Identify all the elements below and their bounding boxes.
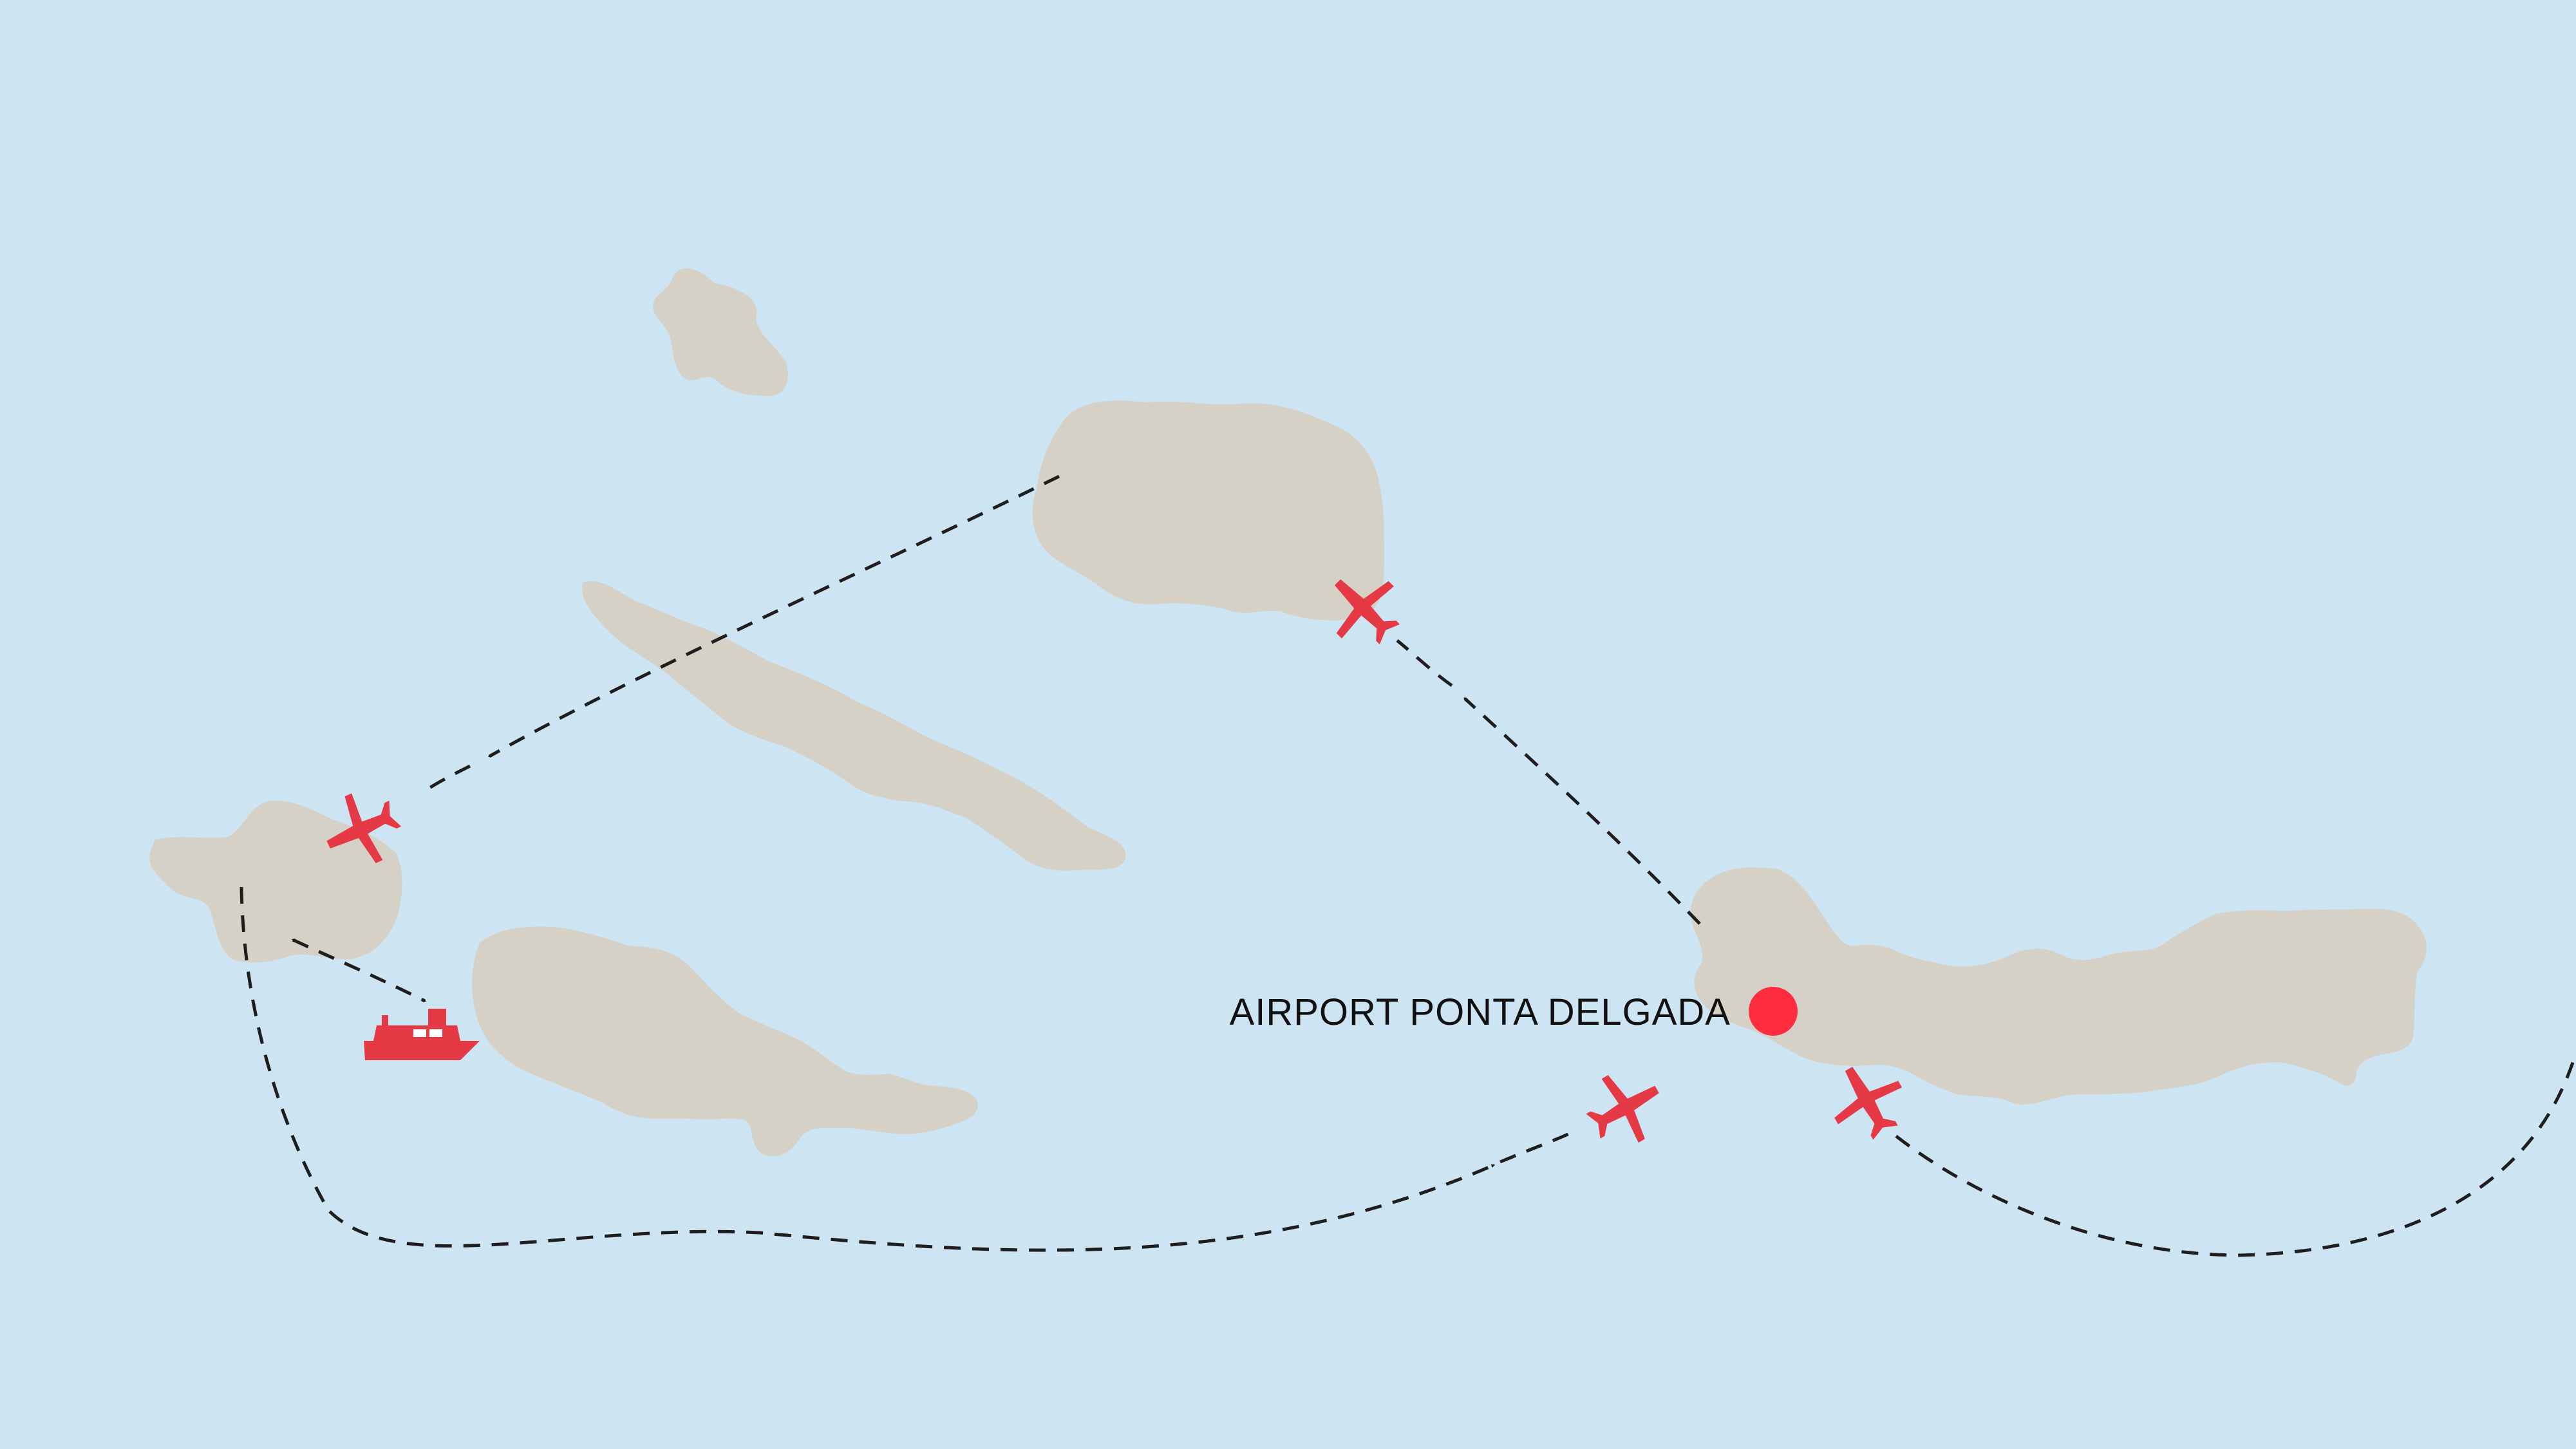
island-corvo — [653, 268, 788, 396]
airport-label: AIRPORT PONTA DELGADA — [1230, 991, 1731, 1033]
route-saomiguel-arrival — [1500, 1128, 1579, 1164]
route-graciosa-plane-tail — [1396, 639, 1453, 687]
island-pico — [472, 926, 978, 1157]
airport-location-marker[interactable] — [1749, 987, 1798, 1036]
route-saomiguel-outbound — [1895, 1052, 2576, 1257]
route-ferry-faial-pico — [291, 938, 427, 1003]
route-faial-to-saomiguel — [240, 886, 1496, 1252]
route-graciosa-to-faial — [487, 474, 1060, 758]
island-sao-miguel — [1691, 867, 2427, 1105]
ferry-boat-icon — [364, 1009, 480, 1060]
island-graciosa — [1032, 400, 1384, 621]
route-faial-tail — [420, 764, 471, 795]
island-sao-jorge — [582, 581, 1126, 871]
